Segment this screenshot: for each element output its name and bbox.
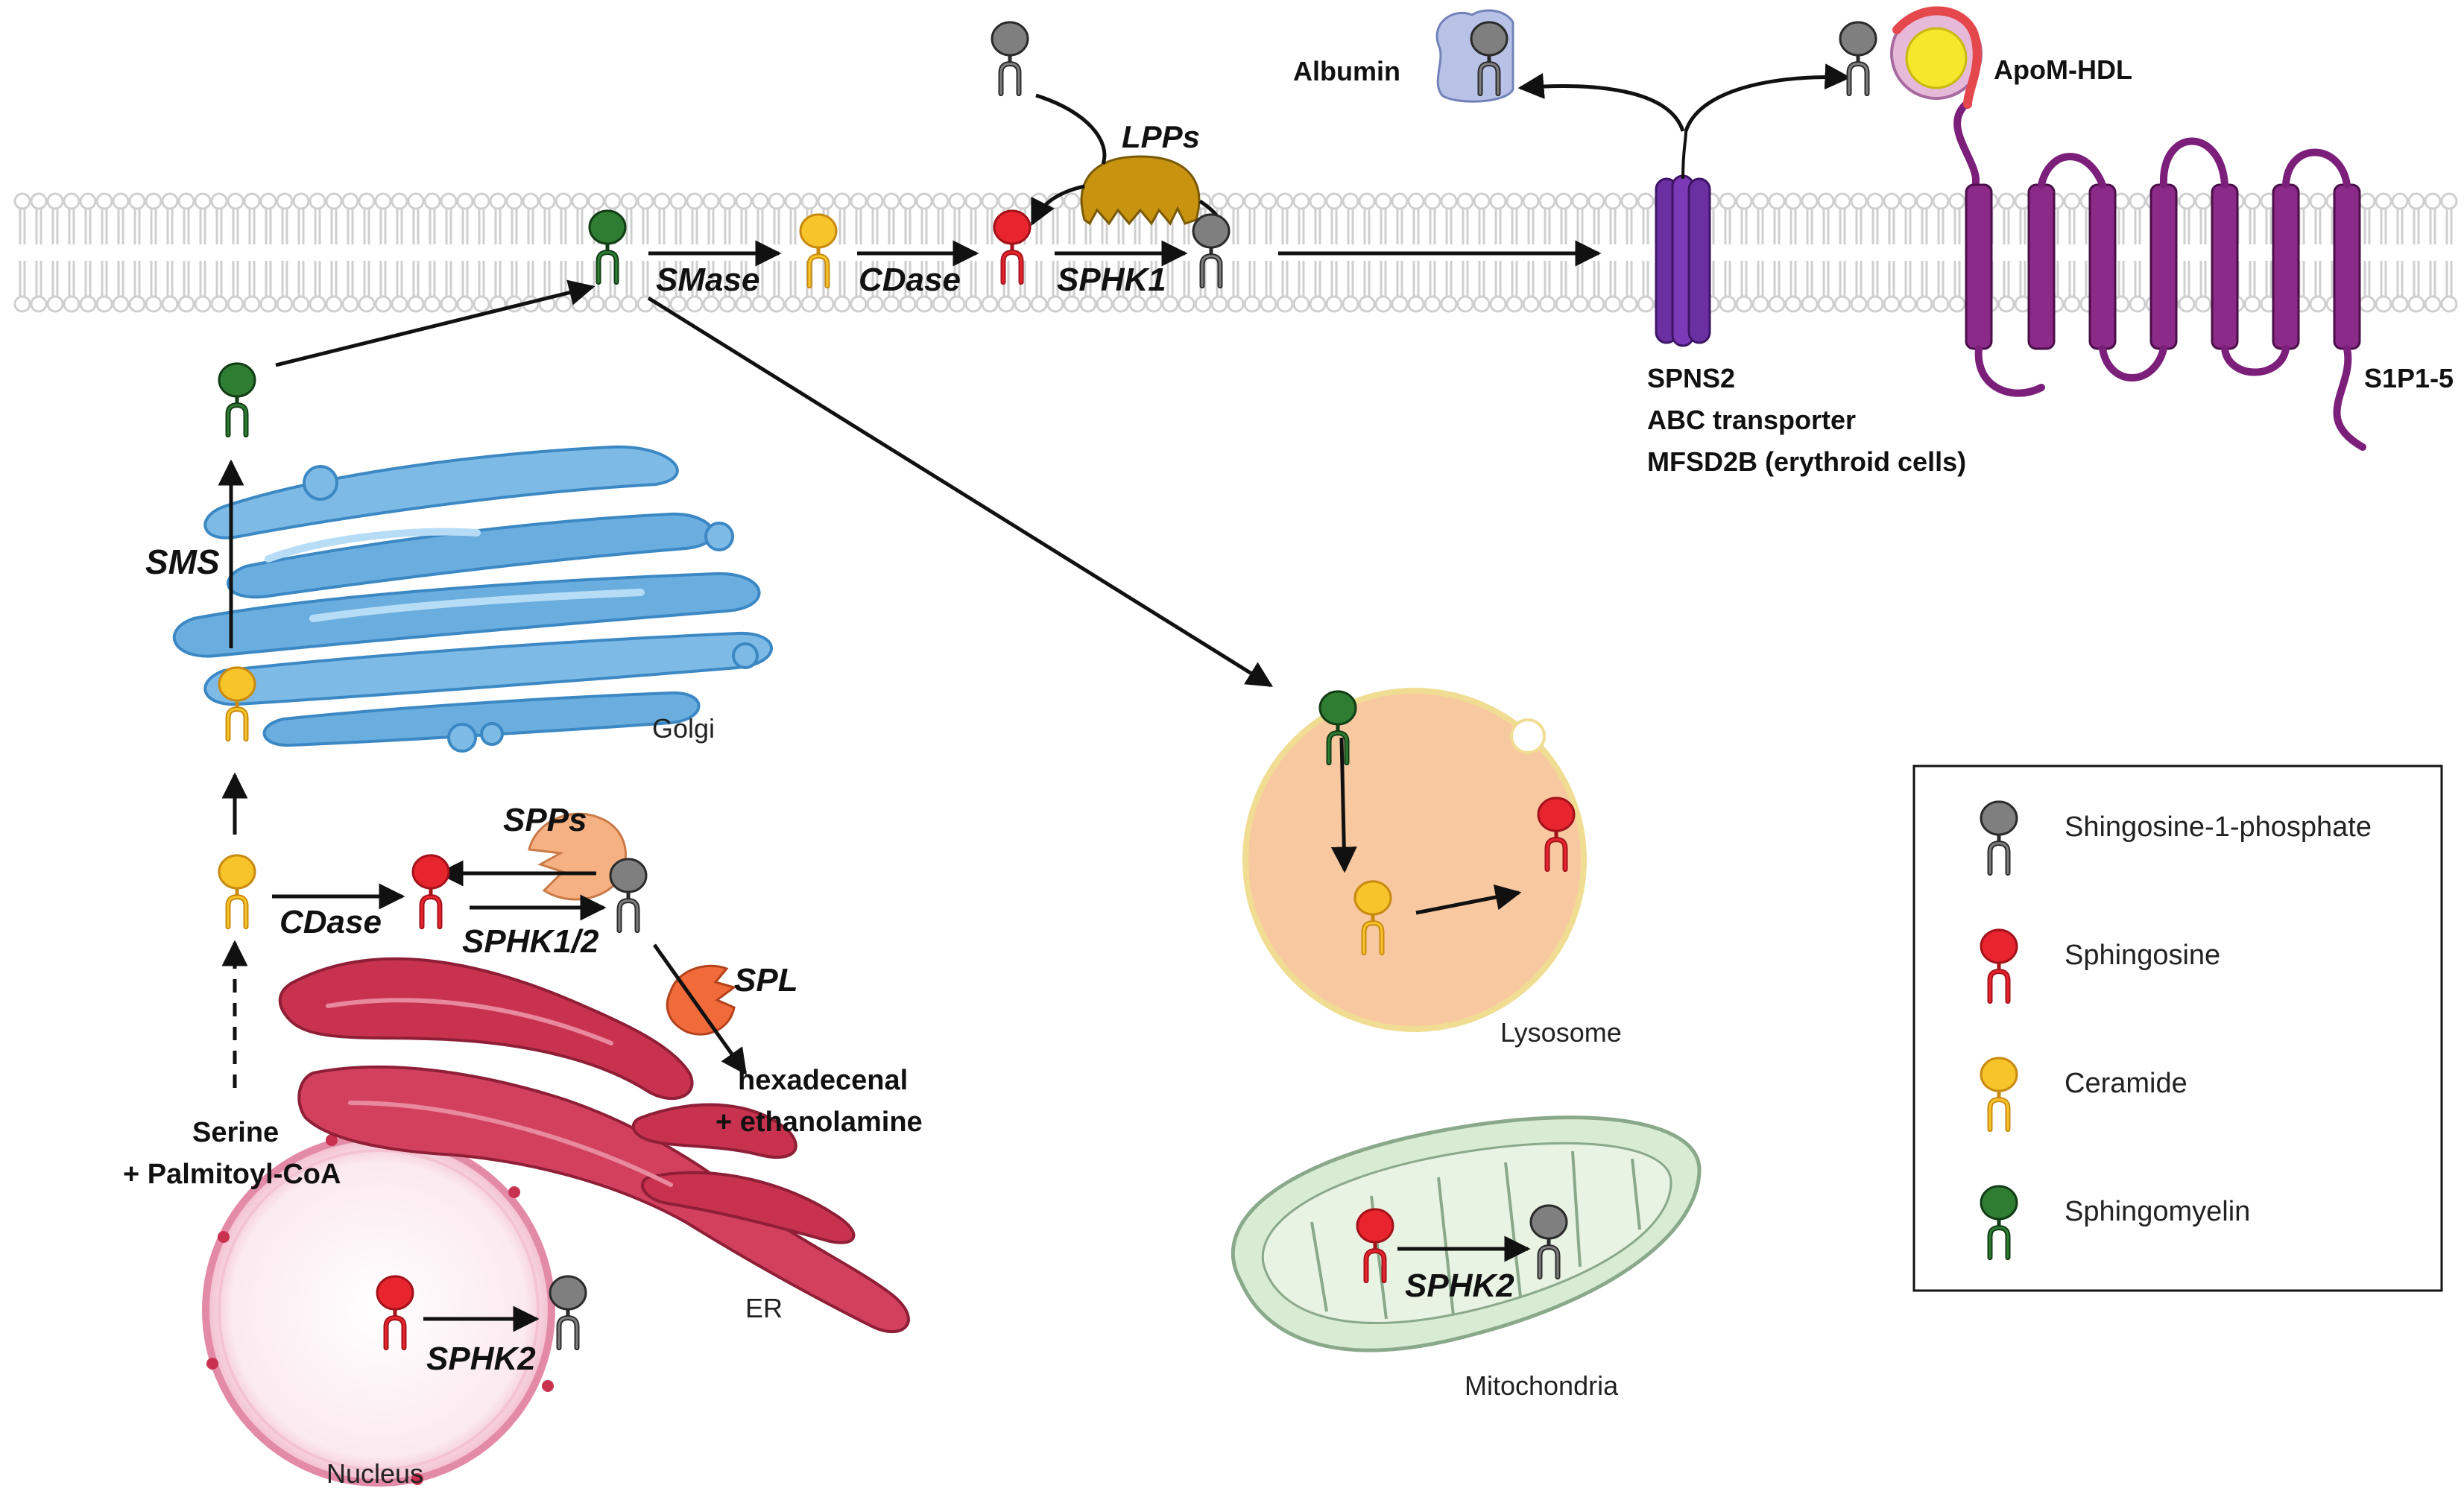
label-abc-transporter: ABC transporter bbox=[1647, 405, 1856, 435]
label-sms: SMS bbox=[145, 542, 220, 581]
label-albumin: Albumin bbox=[1293, 56, 1400, 86]
endoplasmic-reticulum bbox=[278, 957, 910, 1334]
s1p-receptor bbox=[1953, 99, 2366, 451]
label-lpps: LPPs bbox=[1122, 119, 1200, 154]
spps-enzyme bbox=[528, 812, 628, 901]
lpps-enzyme bbox=[1080, 155, 1201, 226]
legend-swatch-sphingomyelin bbox=[1980, 1185, 2018, 1261]
golgi-apparatus bbox=[172, 445, 773, 753]
legend-item-sphingomyelin: Sphingomyelin bbox=[1980, 1185, 2250, 1261]
s1p-er bbox=[609, 858, 648, 934]
label-sphk2-mito: SPHK2 bbox=[1405, 1267, 1514, 1304]
label-cdase-top: CDase bbox=[859, 262, 961, 298]
s1p-albumin bbox=[1470, 21, 1509, 97]
legend: Shingosine-1-phosphateSphingosineCeramid… bbox=[1912, 765, 2443, 1292]
legend-label-ceramide: Ceramide bbox=[2065, 1068, 2187, 1099]
label-smase: SMase bbox=[656, 262, 759, 298]
lipid-molecules bbox=[218, 21, 1877, 1351]
label-spns2: SPNS2 bbox=[1647, 363, 1735, 393]
arrow-lyso-sm-cer bbox=[1330, 737, 1357, 873]
s1p-mito bbox=[1529, 1204, 1568, 1280]
ceramide-er bbox=[218, 854, 256, 930]
ceramide-golgi bbox=[218, 666, 256, 742]
spl-enzyme bbox=[666, 964, 737, 1036]
legend-label-s1p: Shingosine-1-phosphate bbox=[2065, 811, 2372, 843]
sphingomyelin-golgi-out bbox=[218, 362, 256, 438]
label-er: ER bbox=[745, 1293, 783, 1323]
label-serine: Serine bbox=[192, 1117, 279, 1148]
label-sphk2-nucleus: SPHK2 bbox=[426, 1341, 536, 1377]
arrow-lpps-in bbox=[1035, 93, 1107, 165]
s1p-apom bbox=[1839, 21, 1877, 97]
s1p-top-free bbox=[991, 21, 1029, 97]
albumin-protein bbox=[1435, 9, 1514, 103]
sphingomyelin-membrane bbox=[588, 209, 627, 285]
label-s1p-receptor: S1P1-5 bbox=[2364, 363, 2454, 393]
label-palmitoyl-coa: + Palmitoyl-CoA bbox=[123, 1159, 341, 1190]
legend-item-sphingosine: Sphingosine bbox=[1980, 928, 2220, 1004]
legend-swatch-sphingosine bbox=[1980, 928, 2018, 1004]
label-apom-hdl: ApoM-HDL bbox=[1994, 54, 2132, 85]
labels: Albumin ApoM-HDL LPPs SMase CDase SPHK1 … bbox=[123, 54, 2454, 1489]
label-cdase-er: CDase bbox=[279, 904, 382, 940]
s1p-nucleus bbox=[549, 1275, 587, 1351]
label-mfsd2b: MFSD2B (erythroid cells) bbox=[1647, 446, 1966, 477]
arrow-to-apom bbox=[1684, 63, 1851, 132]
sphingosine-lysosome bbox=[1537, 797, 1576, 873]
legend-item-ceramide: Ceramide bbox=[1980, 1057, 2187, 1133]
s1p-membrane bbox=[1192, 213, 1231, 289]
arrow-to-albumin bbox=[1517, 73, 1685, 132]
label-nucleus: Nucleus bbox=[326, 1458, 423, 1489]
ceramide-membrane bbox=[799, 213, 838, 289]
apom-hdl-particle bbox=[1890, 6, 1983, 109]
arrow-sm-to-membrane bbox=[275, 279, 596, 367]
legend-label-sphingomyelin: Sphingomyelin bbox=[2065, 1196, 2250, 1227]
spns2-transporter bbox=[1655, 130, 1711, 347]
label-sphk12: SPHK1/2 bbox=[462, 923, 599, 960]
lysosome bbox=[1242, 688, 1587, 1032]
sphingomyelin-lysosome bbox=[1318, 690, 1357, 766]
legend-swatch-s1p bbox=[1980, 800, 2018, 876]
legend-swatch-ceramide bbox=[1980, 1057, 2018, 1133]
arrow-to-lysosome bbox=[647, 296, 1273, 688]
mitochondria bbox=[1231, 1115, 1702, 1352]
legend-item-s1p: Shingosine-1-phosphate bbox=[1980, 800, 2372, 876]
label-golgi: Golgi bbox=[652, 713, 715, 744]
ceramide-lysosome bbox=[1353, 880, 1392, 956]
label-sphk1: SPHK1 bbox=[1057, 262, 1166, 298]
legend-label-sphingosine: Sphingosine bbox=[2065, 940, 2220, 971]
label-lysosome: Lysosome bbox=[1500, 1017, 1622, 1048]
label-hexadecenal: hexadecenal bbox=[738, 1065, 908, 1096]
label-mitochondria: Mitochondria bbox=[1465, 1370, 1619, 1401]
label-ethanolamine: + ethanolamine bbox=[715, 1107, 923, 1138]
sphingosine-er bbox=[411, 854, 450, 930]
label-spps: SPPs bbox=[503, 802, 587, 838]
label-spl: SPL bbox=[734, 962, 798, 998]
sphingosine-membrane bbox=[993, 209, 1032, 285]
sphingosine-mito bbox=[1356, 1208, 1394, 1284]
arrow-spl bbox=[652, 943, 748, 1075]
arrows bbox=[218, 63, 1851, 1332]
arrow-lyso-cer-sph bbox=[1415, 884, 1522, 915]
sphingosine-nucleus bbox=[376, 1275, 414, 1351]
arrow-lpps-out bbox=[1030, 184, 1085, 227]
